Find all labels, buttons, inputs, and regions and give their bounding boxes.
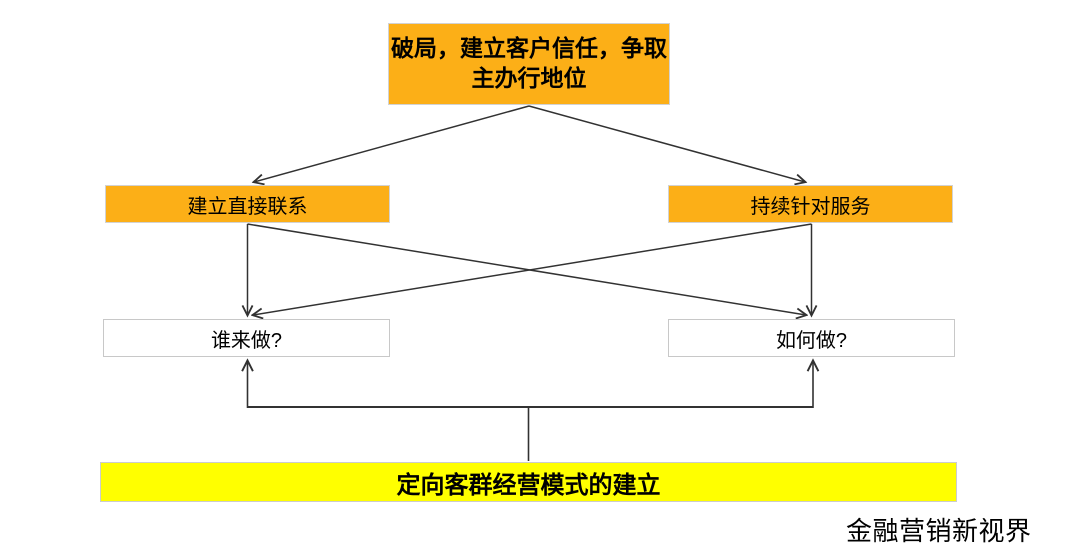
arrow-goal-to-branches	[254, 105, 805, 182]
node-direct-contact: 建立直接联系	[105, 185, 390, 223]
node-direct-contact-label: 建立直接联系	[187, 195, 308, 218]
node-continuous-service: 持续针对服务	[668, 185, 953, 223]
node-who-label: 谁来做?	[210, 329, 283, 352]
node-goal: 破局，建立客户信任，争取 主办行地位	[388, 23, 670, 105]
node-goal-line1: 破局，建立客户信任，争取	[391, 35, 667, 62]
watermark-text: 金融营销新视界	[846, 516, 1032, 546]
node-goal-line2: 主办行地位	[471, 65, 587, 91]
arrow-branches-to-questions	[248, 223, 812, 315]
node-how-question: 如何做?	[668, 319, 955, 357]
node-foundation-label: 定向客群经营模式的建立	[396, 471, 661, 499]
node-foundation: 定向客群经营模式的建立	[100, 462, 957, 502]
node-who-question: 谁来做?	[103, 319, 390, 357]
arrow-foundation-to-questions	[248, 361, 814, 461]
node-how-label: 如何做?	[775, 329, 848, 352]
node-continuous-service-label: 持续针对服务	[750, 195, 871, 218]
